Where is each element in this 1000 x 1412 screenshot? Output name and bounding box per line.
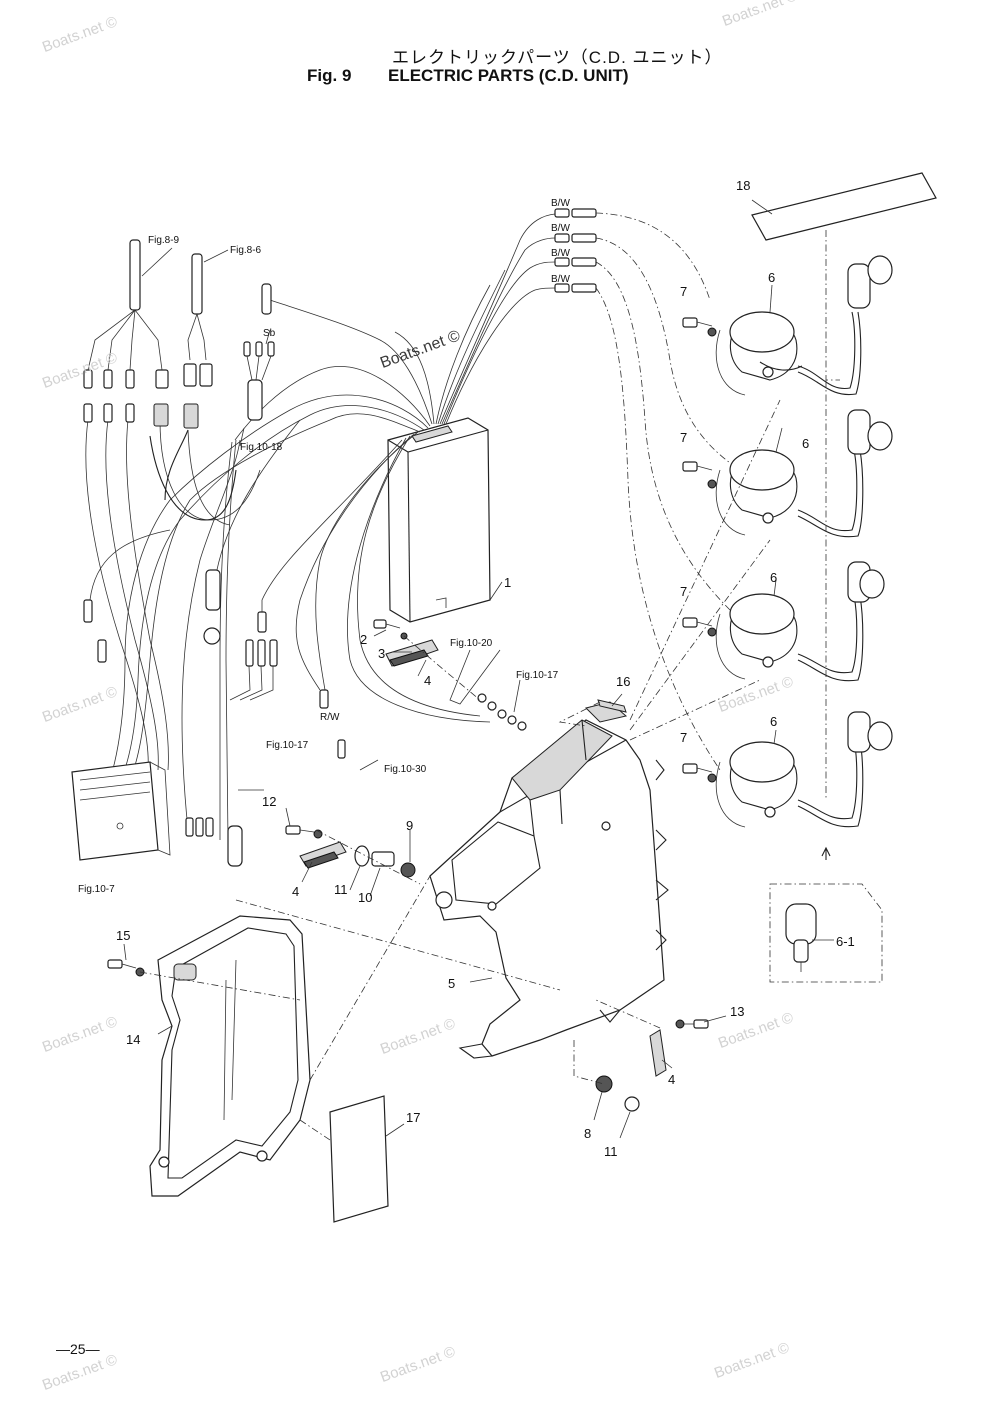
- coil-4: [715, 711, 893, 828]
- title-japanese: エレクトリックパーツ（C.D. ユニット）: [392, 48, 723, 67]
- wire-label-bw-1: B/W: [551, 198, 570, 209]
- callout-15: 15: [116, 928, 130, 943]
- wire-label-rw: R/W: [320, 712, 340, 723]
- screws-part-7: [682, 317, 717, 783]
- callout-10: 10: [358, 890, 372, 905]
- callout-7-b: 7: [680, 430, 687, 445]
- callout-12: 12: [262, 794, 276, 809]
- coil-1: [715, 255, 893, 396]
- callout-8: 8: [584, 1126, 591, 1141]
- callout-11-left: 11: [334, 882, 348, 897]
- callout-1: 1: [504, 575, 511, 590]
- ref-fig-10-7: Fig.10-7: [78, 884, 115, 895]
- bw-wire-ends: [554, 208, 741, 771]
- callout-16: 16: [616, 674, 630, 689]
- wire-label-sb: Sb: [263, 328, 276, 339]
- callout-7-c: 7: [680, 584, 687, 599]
- callout-9: 9: [406, 818, 413, 833]
- cover-part-14: [149, 915, 311, 1197]
- label-part-18: [751, 172, 937, 241]
- left-connectors: [83, 239, 346, 867]
- ref-fig-10-17-right: Fig.10-17: [516, 670, 559, 681]
- wire-label-bw-4: B/W: [551, 274, 570, 285]
- bracket-part-5: [429, 701, 669, 1059]
- callout-11-bottom: 11: [604, 1144, 618, 1159]
- callout-6-1: 6-1: [836, 934, 855, 949]
- callout-5: 5: [448, 976, 455, 991]
- figure-references: Fig.8-9 Fig.8-6 Fig.10-18 Fig.10-20 Fig.…: [78, 235, 559, 895]
- callout-2: 2: [360, 632, 367, 647]
- ref-fig-10-18: Fig.10-18: [240, 442, 283, 453]
- callout-4-top: 4: [424, 673, 431, 688]
- wire-label-bw-2: B/W: [551, 223, 570, 234]
- ref-fig-8-6: Fig.8-6: [230, 245, 262, 256]
- callout-17: 17: [406, 1110, 420, 1125]
- callout-4-left: 4: [292, 884, 299, 899]
- assembly-lines: [139, 380, 827, 1141]
- callout-6-d: 6: [770, 714, 777, 729]
- callout-6-c: 6: [770, 570, 777, 585]
- callout-6-b: 6: [802, 436, 809, 451]
- callout-7-a: 7: [680, 284, 687, 299]
- callout-4-right: 4: [668, 1072, 675, 1087]
- ref-fig-10-30: Fig.10-30: [384, 764, 427, 775]
- title-english: ELECTRIC PARTS (C.D. UNIT): [388, 66, 629, 85]
- callout-3: 3: [378, 646, 385, 661]
- callout-7-d: 7: [680, 730, 687, 745]
- page-number: —25—: [56, 1341, 100, 1357]
- regulator-box: [71, 761, 171, 861]
- callout-numbers: 1 2 3 4 4 4 5 6 6 6 6 6-1 7 7 7 7 8 9 10…: [116, 178, 855, 1159]
- plug-cap-detail: [769, 846, 883, 983]
- ref-fig-10-17-left: Fig.10-17: [266, 740, 309, 751]
- cd-unit-part-1: [387, 417, 491, 623]
- callout-18: 18: [736, 178, 750, 193]
- callout-13: 13: [730, 1004, 744, 1019]
- leader-lines: [123, 199, 834, 1139]
- wire-color-labels: B/W B/W B/W B/W Sb R/W: [263, 198, 570, 723]
- ignition-coils: [715, 255, 893, 828]
- ref-fig-8-9: Fig.8-9: [148, 235, 180, 246]
- coil-2: [715, 409, 893, 538]
- small-parts: [107, 619, 709, 1112]
- callout-6-a: 6: [768, 270, 775, 285]
- ref-fig-10-20: Fig.10-20: [450, 638, 493, 649]
- figure-number: Fig. 9: [307, 66, 352, 85]
- callout-14: 14: [126, 1032, 140, 1047]
- coil-3: [715, 561, 885, 682]
- wire-label-bw-3: B/W: [551, 248, 570, 259]
- label-part-17: [329, 1095, 389, 1223]
